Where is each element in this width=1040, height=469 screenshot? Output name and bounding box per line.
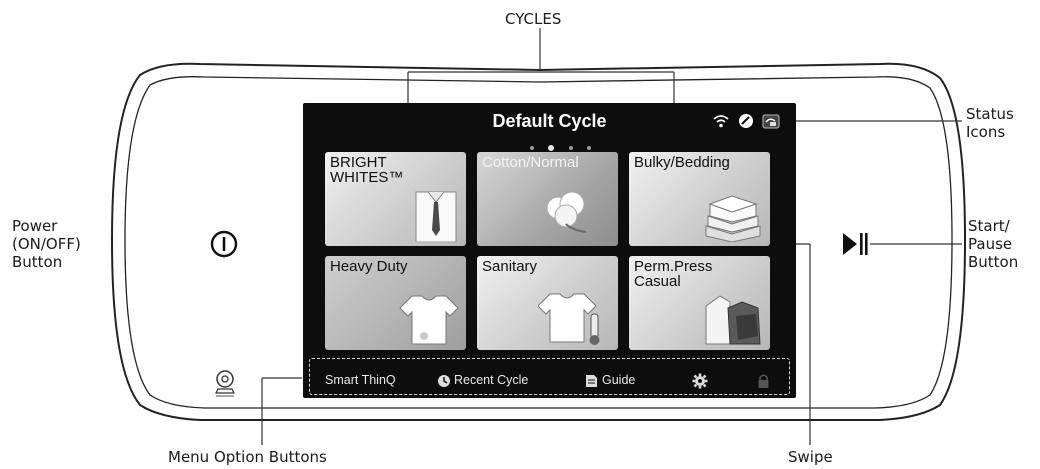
status-icons-callout-line1: Status: [966, 105, 1014, 123]
cycle-label: Cotton/Normal: [482, 154, 579, 171]
cycle-label: Perm.Press Casual: [634, 258, 713, 290]
start-pause-callout-line2: Pause: [968, 235, 1013, 253]
rinse-icon: [739, 114, 753, 128]
power-callout-line3: Button: [12, 253, 63, 271]
guide-label: Guide: [602, 373, 636, 387]
start-pause-button[interactable]: [841, 231, 873, 257]
cycle-label: Bulky/Bedding: [634, 154, 730, 171]
lock-icon[interactable]: [757, 373, 770, 389]
cycle-tile-sanitary[interactable]: Sanitary: [477, 256, 618, 350]
folded-bedding-icon: [705, 195, 761, 242]
start-pause-callout-line1: Start/: [968, 217, 1010, 235]
clock-icon: [438, 374, 450, 387]
cycle-tile-heavy-duty[interactable]: Heavy Duty: [325, 256, 466, 350]
menu-bar-highlight: [309, 358, 790, 395]
gear-icon[interactable]: [692, 373, 708, 389]
remote-start-icon: [762, 114, 780, 129]
power-callout: Power (ON/OFF) Button: [12, 217, 81, 271]
tshirt-icon: [399, 295, 459, 345]
page-dot: [568, 145, 573, 150]
swipe-callout: Swipe: [788, 448, 833, 466]
shirt-tie-icon: [415, 191, 457, 242]
cycle-label: BRIGHT WHITES™: [330, 154, 404, 186]
power-callout-line1: Power: [12, 217, 58, 235]
cycle-tile-cotton-normal[interactable]: Cotton/Normal: [477, 152, 618, 246]
screen-title: Default Cycle: [492, 111, 607, 131]
tshirt-thermometer-icon: [538, 293, 600, 345]
cotton-boll-icon: [546, 191, 587, 233]
recent-cycle-label: Recent Cycle: [454, 373, 529, 387]
status-icons-callout-line2: Icons: [966, 123, 1006, 141]
wifi-icon: [713, 115, 729, 128]
shirt-jacket-icon: [705, 295, 761, 345]
smart-thinq-button[interactable]: Smart ThinQ: [325, 373, 396, 387]
start-pause-callout: Start/ Pause Button: [968, 217, 1018, 271]
power-button[interactable]: [209, 229, 239, 259]
guide-button[interactable]: Guide: [585, 373, 635, 387]
page-dot-active: [548, 144, 555, 151]
status-icons: [712, 113, 780, 129]
status-icons-callout: Status Icons: [966, 105, 1014, 141]
start-pause-callout-line3: Button: [968, 253, 1019, 271]
cycle-tile-bright-whites[interactable]: BRIGHT WHITES™: [325, 152, 466, 246]
cycle-tile-perm-press-casual[interactable]: Perm.Press Casual: [629, 256, 770, 350]
smart-diagnosis-logo-icon: [215, 370, 235, 397]
cycle-label: Sanitary: [482, 258, 538, 275]
menu-options-callout: Menu Option Buttons: [168, 448, 327, 466]
cycle-tile-bulky-bedding[interactable]: Bulky/Bedding: [629, 152, 770, 246]
recent-cycle-button[interactable]: Recent Cycle: [437, 373, 528, 387]
cycles-callout: CYCLES: [505, 10, 562, 28]
display-screen: Default Cycle BRIGHT WHITES™: [303, 103, 796, 398]
page-dot: [530, 145, 534, 150]
document-icon: [586, 374, 597, 387]
page-indicator: [525, 139, 596, 157]
page-dot: [587, 145, 592, 150]
cycle-label: Heavy Duty: [330, 258, 408, 275]
power-callout-line2: (ON/OFF): [12, 235, 81, 253]
smart-thinq-label: Smart ThinQ: [325, 373, 396, 387]
